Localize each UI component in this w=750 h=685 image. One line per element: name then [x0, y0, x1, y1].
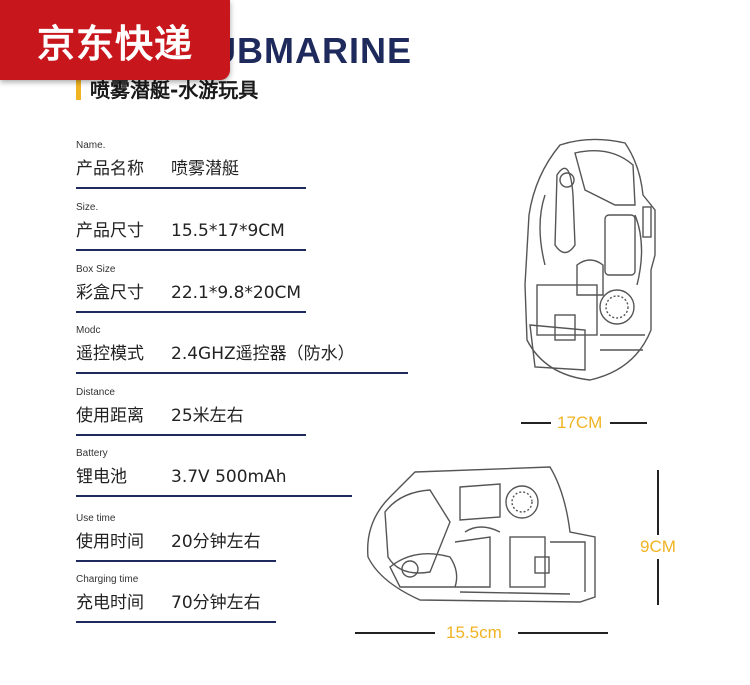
spec-label-en: Size.	[76, 202, 99, 213]
spec-name: Name. 产品名称 喷雾潜艇	[76, 140, 306, 189]
spec-box-size: Box Size 彩盒尺寸 22.1*9.8*20CM	[76, 264, 306, 313]
length-dimension-line-right	[518, 632, 608, 634]
spec-label-cn: 产品尺寸	[76, 221, 144, 241]
submarine-top-view-drawing	[524, 138, 656, 381]
jd-express-badge: 京东快递	[0, 0, 230, 80]
spec-label-en: Name.	[76, 140, 106, 151]
spec-label-cn: 使用时间	[76, 532, 144, 552]
spec-label-en: Use time	[76, 513, 116, 524]
spec-value: 20分钟左右	[171, 532, 261, 552]
width-dimension-label: 17CM	[557, 413, 603, 432]
spec-control-mode: Modc 遥控模式 2.4GHZ遥控器（防水）	[76, 325, 408, 374]
spec-value: 22.1*9.8*20CM	[171, 283, 302, 303]
length-dimension-label: 15.5cm	[446, 623, 502, 642]
spec-divider	[76, 311, 306, 313]
spec-label-en: Battery	[76, 448, 108, 459]
title-accent-bar	[76, 78, 81, 100]
submarine-side-view-drawing	[366, 466, 596, 603]
width-dimension-line-right	[610, 422, 647, 424]
spec-battery: Battery 锂电池 3.7V 500mAh	[76, 448, 352, 497]
spec-label-cn: 彩盒尺寸	[76, 283, 144, 303]
width-dimension-line-left	[521, 422, 551, 424]
spec-use-time: Use time 使用时间 20分钟左右	[76, 513, 276, 562]
spec-label-cn: 产品名称	[76, 159, 144, 179]
spec-divider	[76, 621, 276, 623]
spec-divider	[76, 560, 276, 562]
length-dimension-line-left	[355, 632, 435, 634]
spec-value: 25米左右	[171, 406, 244, 426]
spec-charging-time: Charging time 充电时间 70分钟左右	[76, 574, 276, 623]
spec-label-en: Charging time	[76, 574, 139, 585]
spec-divider	[76, 249, 306, 251]
height-dimension-label: 9CM	[640, 535, 676, 559]
spec-distance: Distance 使用距离 25米左右	[76, 387, 306, 436]
spec-value: 15.5*17*9CM	[171, 221, 285, 241]
spec-label-cn: 锂电池	[76, 467, 127, 487]
spec-divider	[76, 372, 408, 374]
spec-label-cn: 使用距离	[76, 406, 144, 426]
spec-value: 70分钟左右	[171, 593, 261, 613]
spec-value: 喷雾潜艇	[171, 159, 239, 179]
spec-label-en: Modc	[76, 325, 101, 336]
spec-label-cn: 充电时间	[76, 593, 144, 613]
spec-label-en: Box Size	[76, 264, 116, 275]
spec-divider	[76, 434, 306, 436]
spec-divider	[76, 187, 306, 189]
spec-divider	[76, 495, 352, 497]
spec-label-cn: 遥控模式	[76, 344, 144, 364]
spec-label-en: Distance	[76, 387, 115, 398]
spec-size: Size. 产品尺寸 15.5*17*9CM	[76, 202, 306, 251]
spec-value: 2.4GHZ遥控器（防水）	[171, 344, 355, 364]
spec-value: 3.7V 500mAh	[171, 467, 287, 487]
title-chinese: 喷雾潜艇-水游玩具	[90, 78, 259, 102]
